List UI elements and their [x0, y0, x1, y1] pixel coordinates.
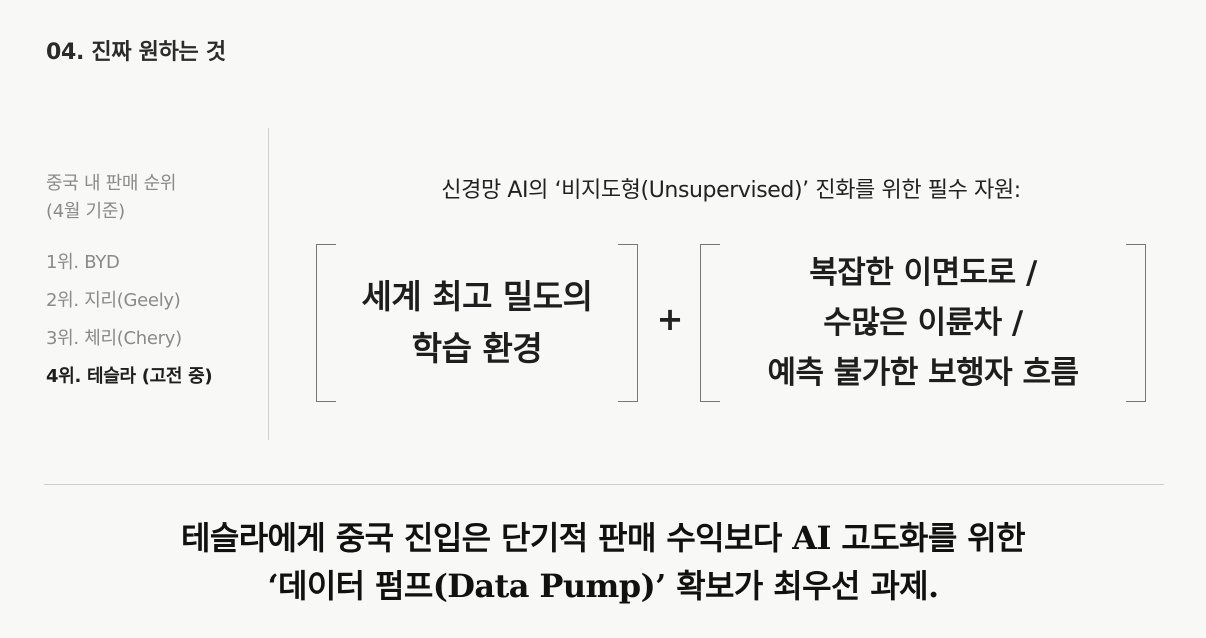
ranking-heading: 중국 내 판매 순위 (4월 기준): [46, 170, 261, 226]
conclusion-statement: 테슬라에게 중국 진입은 단기적 판매 수익보다 AI 고도화를 위한 ‘데이터…: [0, 514, 1206, 610]
ranking-item-1: 1위. BYD: [46, 252, 120, 273]
section-title: 04. 진짜 원하는 것: [46, 40, 226, 65]
box-b-line-1: 복잡한 이면도로 /: [809, 255, 1037, 291]
road-conditions-box: 복잡한 이면도로 / 수많은 이륜차 / 예측 불가한 보행자 흐름: [700, 244, 1146, 402]
right-bracket: [618, 244, 638, 402]
left-bracket: [316, 244, 336, 402]
horizontal-divider: [44, 484, 1164, 485]
box-a-line-1: 세계 최고 밀도의: [361, 277, 594, 316]
ranking-item-4-highlighted: 4위. 테슬라 (고전 중): [46, 366, 213, 387]
box-b-line-2: 수많은 이륜차 /: [823, 305, 1023, 341]
vertical-divider: [268, 128, 269, 440]
ranking-item-2: 2위. 지리(Geely): [46, 290, 181, 311]
ranking-heading-title: 중국 내 판매 순위: [46, 173, 177, 194]
headline: 신경망 AI의 ‘비지도형(Unsupervised)’ 진화를 위한 필수 자…: [441, 178, 1021, 203]
ranking-heading-period: (4월 기준): [46, 201, 125, 222]
conclusion-line-1: 테슬라에게 중국 진입은 단기적 판매 수익보다 AI 고도화를 위한: [181, 519, 1026, 557]
left-bracket: [700, 244, 720, 402]
ranking-item-3: 3위. 체리(Chery): [46, 328, 182, 349]
road-conditions-text: 복잡한 이면도로 / 수많은 이륜차 / 예측 불가한 보행자 흐름: [767, 248, 1079, 398]
box-a-line-2: 학습 환경: [411, 329, 543, 368]
plus-sign: +: [656, 300, 684, 338]
conclusion-line-2: ‘데이터 펌프(Data Pump)’ 확보가 최우선 과제.: [267, 567, 939, 605]
ranking-list: 1위. BYD 2위. 지리(Geely) 3위. 체리(Chery) 4위. …: [46, 244, 261, 396]
learning-environment-box: 세계 최고 밀도의 학습 환경: [316, 244, 638, 402]
sales-ranking-panel: 중국 내 판매 순위 (4월 기준) 1위. BYD 2위. 지리(Geely)…: [46, 170, 261, 396]
box-b-line-3: 예측 불가한 보행자 흐름: [767, 355, 1079, 391]
learning-environment-text: 세계 최고 밀도의 학습 환경: [361, 271, 594, 375]
right-bracket: [1126, 244, 1146, 402]
